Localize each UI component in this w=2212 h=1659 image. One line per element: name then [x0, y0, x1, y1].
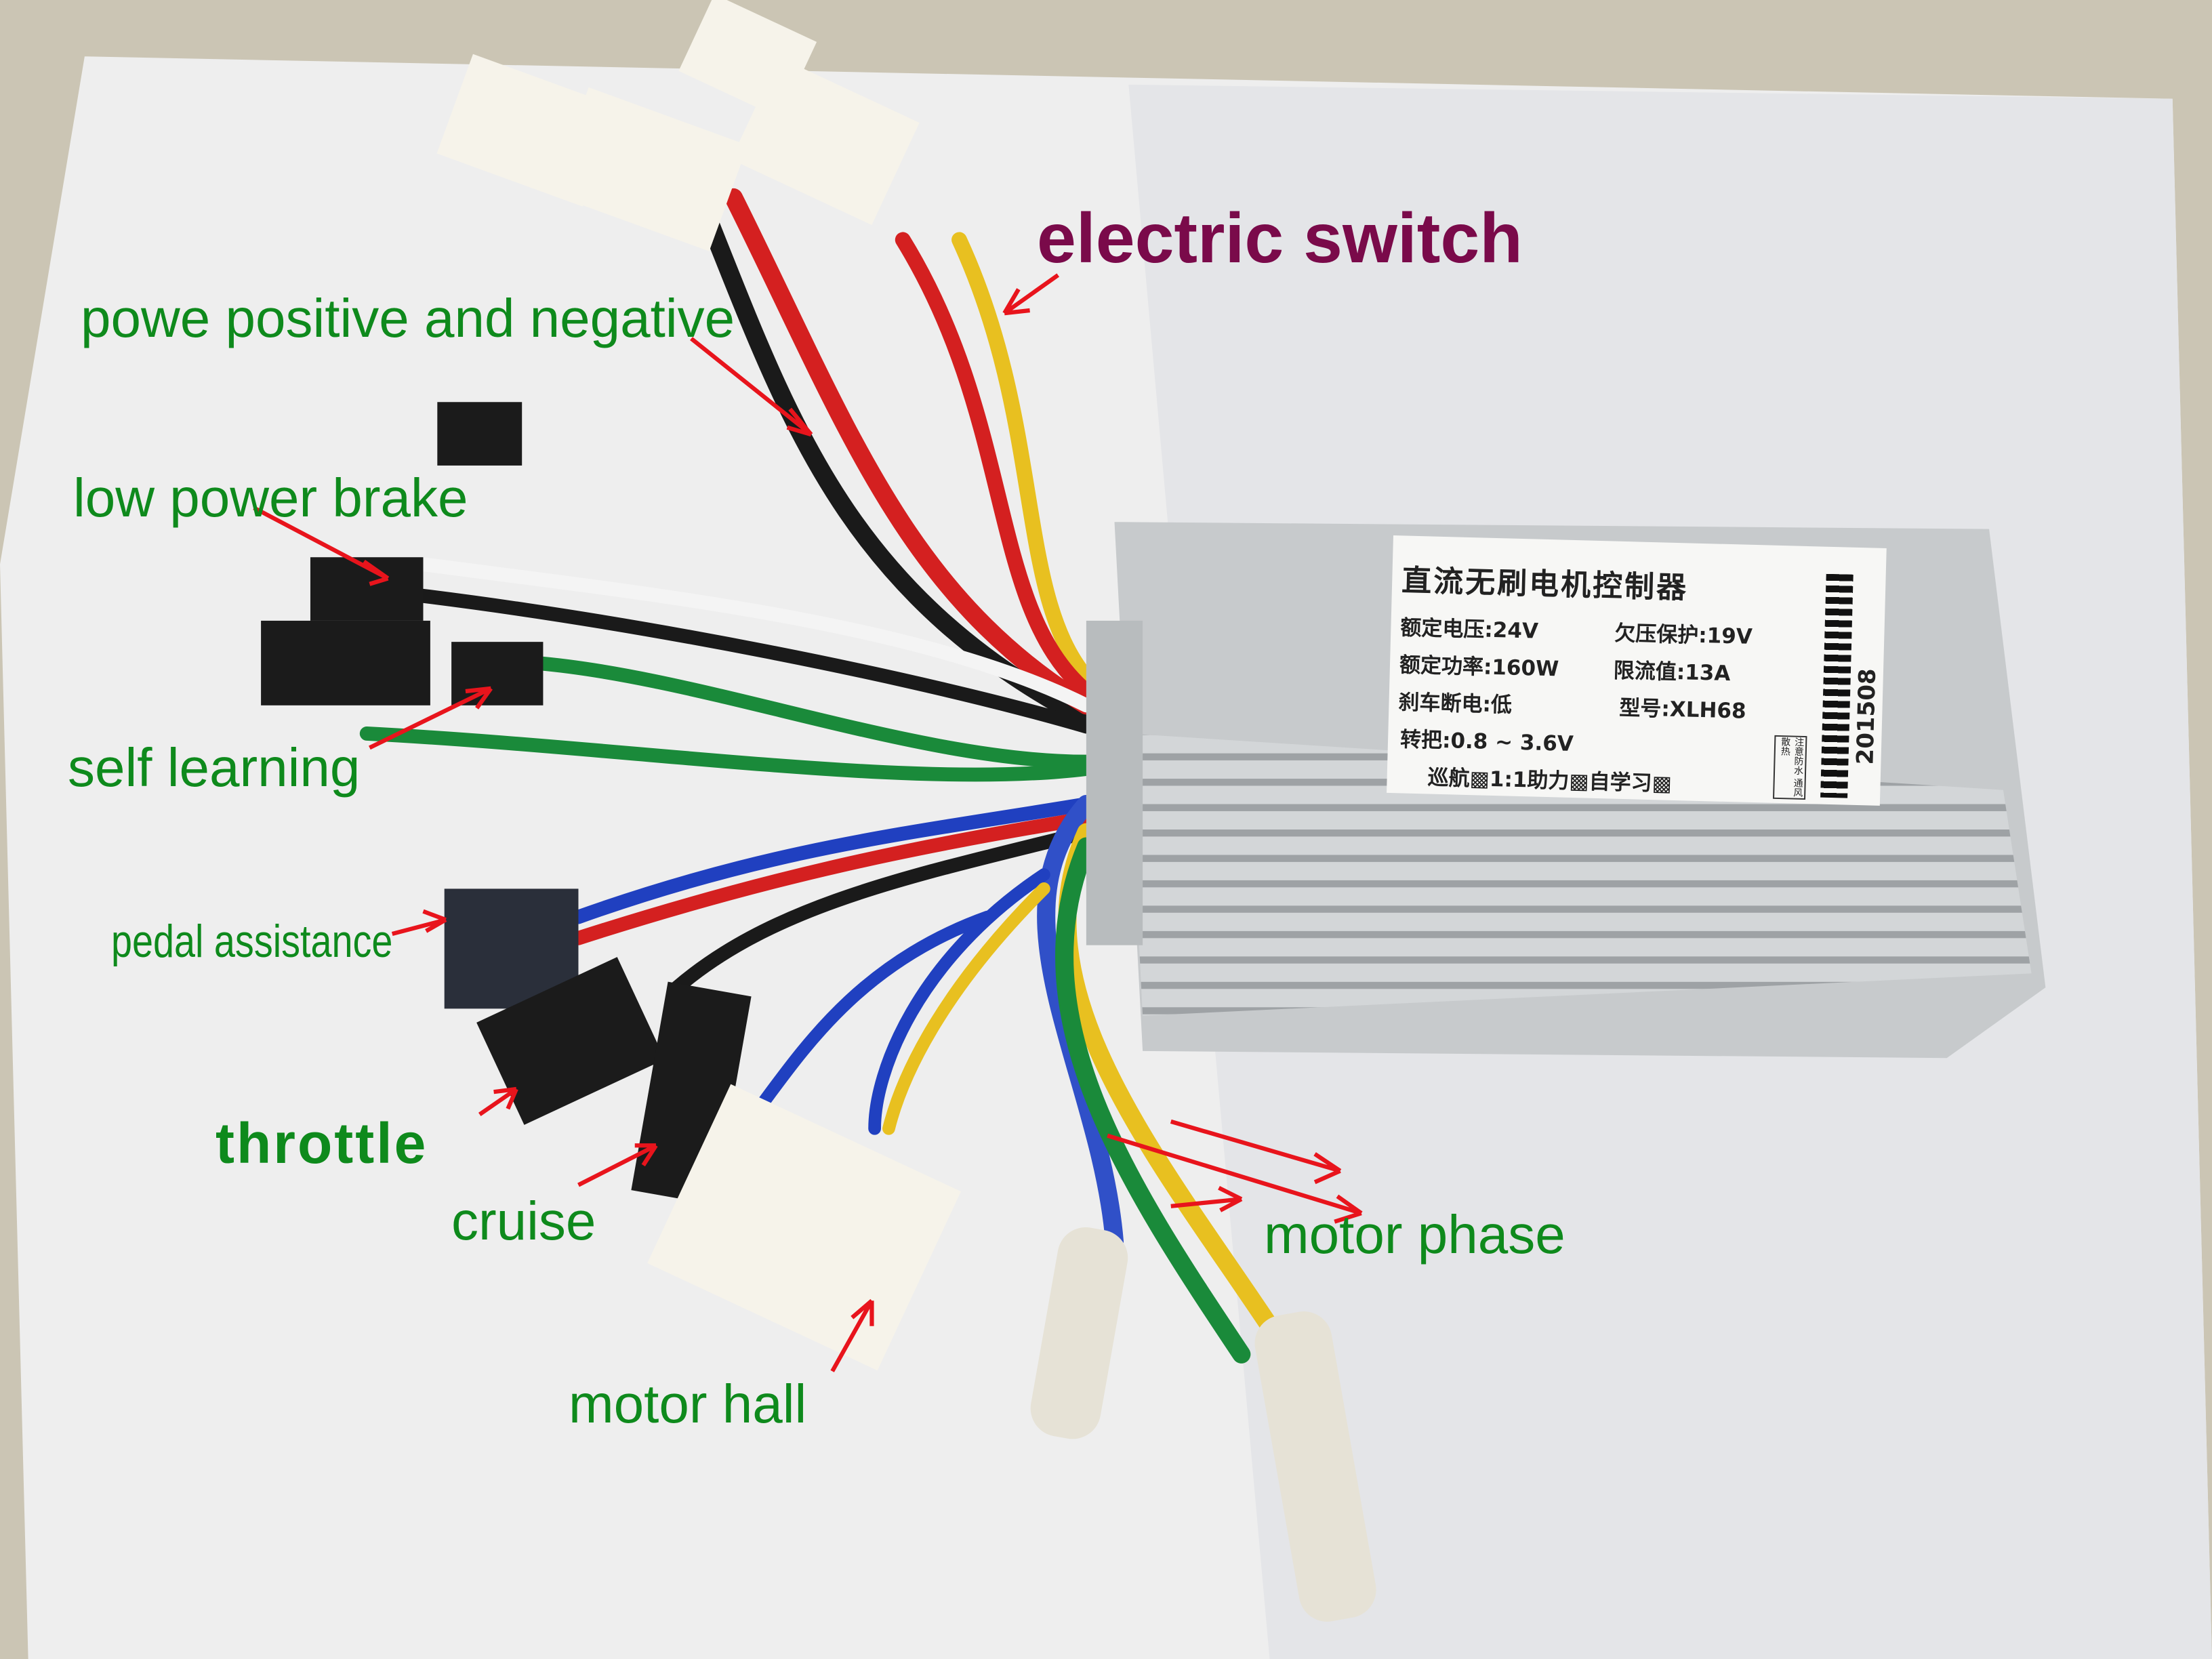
label-title: 直流无刷电机控制器	[1401, 563, 1689, 606]
batch-code: 201508	[1851, 668, 1882, 765]
connectors	[261, 0, 1376, 1622]
features: 巡航▩1:1助力▩自学习▩	[1427, 765, 1673, 796]
rated-power: 额定功率:160W	[1399, 653, 1559, 682]
rated-voltage: 额定电压:24V	[1399, 615, 1539, 644]
label-motor-phase: motor phase	[1264, 1204, 1565, 1265]
label-motor-hall: motor hall	[569, 1374, 807, 1434]
undervoltage-protection: 欠压保护:19V	[1614, 621, 1753, 649]
label-self-learning: self learning	[68, 737, 361, 798]
label-brake: low power brake	[73, 468, 468, 528]
label-cruise: cruise	[451, 1191, 596, 1251]
annotation-arrows	[253, 273, 1363, 1372]
wires	[359, 188, 1279, 1364]
waterproof-stamp: 注意防水 通风散热	[1773, 735, 1807, 800]
current-limit: 限流值:13A	[1613, 658, 1731, 687]
model-number: 型号:XLH68	[1618, 695, 1746, 724]
label-throttle: throttle	[216, 1111, 428, 1175]
barcode	[1820, 573, 1853, 798]
brake-cutoff: 刹车断电:低	[1398, 690, 1513, 718]
label-power: powe positive and negative	[81, 288, 735, 348]
throttle-range: 转把:0.8 ~ 3.6V	[1399, 727, 1574, 757]
label-pedal-assistance: pedal assistance	[111, 916, 393, 967]
label-electric-switch: electric switch	[1037, 199, 1523, 278]
controller-spec-label: 直流无刷电机控制器 额定电压:24V 欠压保护:19V 额定功率:160W 限流…	[1387, 535, 1887, 806]
